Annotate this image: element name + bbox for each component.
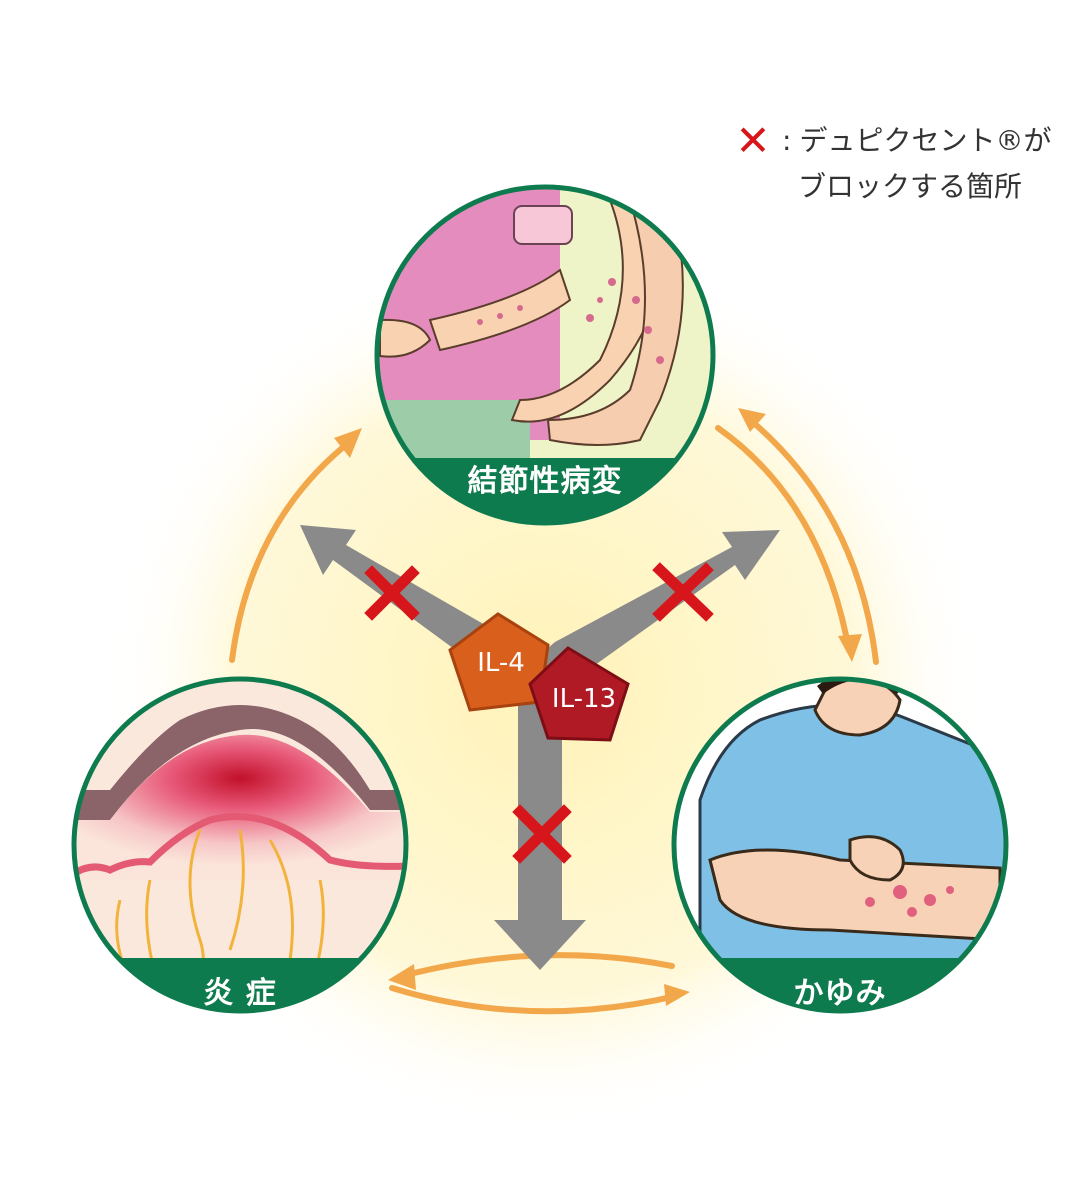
node-right-label: かゆみ [793, 976, 887, 1011]
node-right-ring [671, 676, 1009, 1014]
il13-pentagon [528, 646, 630, 742]
cycle-arrow-bottom-right [389, 985, 679, 1015]
il13-label: IL-13 [551, 684, 617, 714]
cycle-arrow-right-down [715, 425, 851, 648]
legend-line-2: ブロックする箇所 [798, 170, 1023, 203]
block-mark-upper-left [364, 565, 420, 621]
block-mark-bottom [512, 804, 572, 864]
node-top-illustration [377, 187, 713, 523]
node-right-illustration [674, 679, 1006, 1011]
cycle-arrow-left-up [229, 437, 355, 663]
block-mark-upper-right [652, 562, 714, 622]
il4-pentagon [448, 612, 550, 712]
legend-colon: : [782, 124, 792, 157]
legend-row-1: ✕ : デュピクセント®が [730, 118, 1051, 164]
node-left-label: 炎 症 [203, 976, 277, 1011]
block-x-icon: ✕ [735, 116, 771, 165]
cycle-arrowheads [334, 408, 862, 1006]
node-top-ring [374, 184, 716, 526]
node-top-label: 結節性病変 [467, 464, 623, 499]
legend: ✕ : デュピクセント®が ブロックする箇所 [730, 118, 1051, 210]
legend-line-1: デュピクセント®が [799, 124, 1052, 157]
block-marks [364, 562, 714, 864]
il4-label: IL-4 [477, 648, 525, 678]
node-left-ring [71, 676, 409, 1014]
legend-row-2: ブロックする箇所 [730, 164, 1051, 210]
cycle-arrow-right-up [745, 415, 879, 665]
node-left-illustration [74, 679, 406, 1011]
